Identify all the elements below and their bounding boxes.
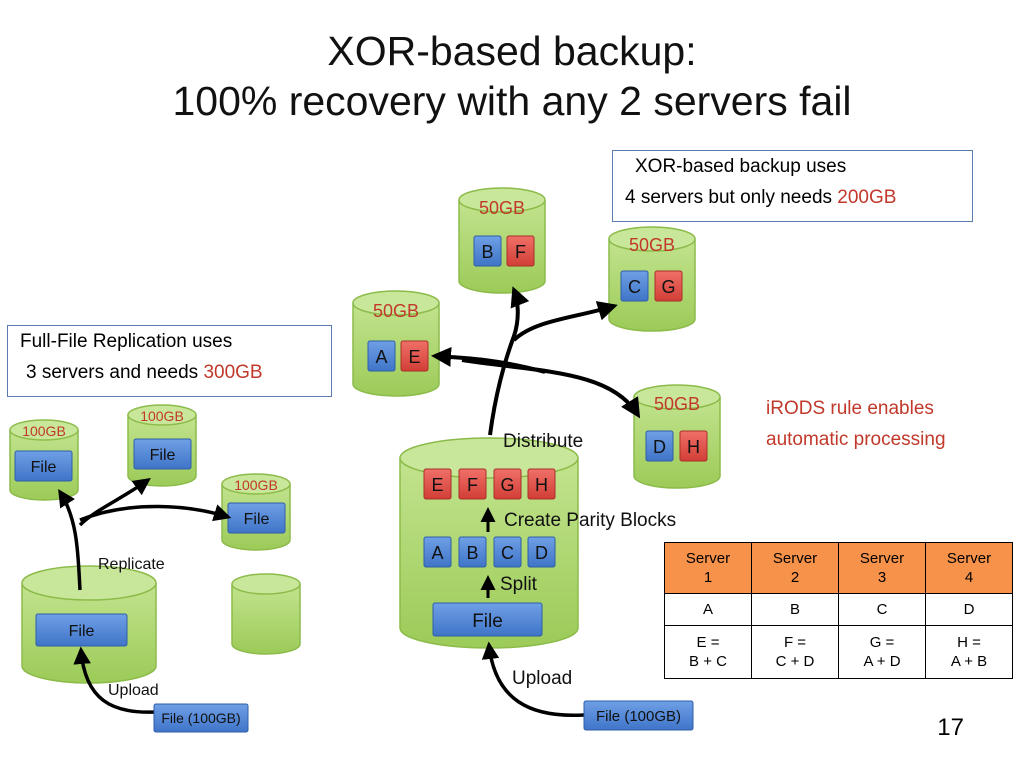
xor-storage-value: 200GB xyxy=(837,187,897,208)
replica-upload-file: File (100GB) xyxy=(153,703,249,733)
xor-source-server xyxy=(399,437,579,649)
xor-upload-file: File (100GB) xyxy=(583,700,694,731)
svg-text:File (100GB): File (100GB) xyxy=(596,708,681,725)
irods-note-line-1: iRODS rule enables xyxy=(766,398,934,419)
xor-server-3-block-2: G xyxy=(661,277,675,297)
irods-note: iRODS rule enables automatic processing xyxy=(766,393,946,455)
replication-callout-line-2: 3 servers and needs 300GB xyxy=(26,362,263,383)
parity-block-h: H xyxy=(535,475,548,495)
svg-text:File (100GB): File (100GB) xyxy=(161,710,240,726)
parity-block-g: G xyxy=(500,475,514,495)
xor-capacity-2: 50GB xyxy=(479,198,525,218)
table-cell: E =B + C xyxy=(664,625,752,679)
xor-server-3: 50GB C G xyxy=(608,226,696,332)
replica-file-1: File xyxy=(31,459,57,476)
data-block-d: D xyxy=(535,543,548,563)
create-parity-label: Create Parity Blocks xyxy=(504,510,676,531)
replica-source-file: File xyxy=(69,623,95,640)
xor-server-1-block-2: E xyxy=(408,347,420,367)
replica-capacity-3: 100GB xyxy=(234,477,278,493)
replica-server-3: 100GB File xyxy=(221,473,291,551)
slide-title: XOR-based backup: 100% recovery with any… xyxy=(0,26,1024,126)
table-cell: C xyxy=(838,593,926,626)
svg-text:File: File xyxy=(472,611,503,632)
replica-file-3: File xyxy=(244,511,270,528)
parity-block-e: E xyxy=(431,475,443,495)
replica-source-server: File xyxy=(21,565,157,684)
data-block-b: B xyxy=(466,543,478,563)
distribute-label: Distribute xyxy=(503,431,583,452)
replication-callout-line-1: Full-File Replication uses xyxy=(20,331,233,352)
xor-capacity-1: 50GB xyxy=(373,301,419,321)
irods-note-line-2: automatic processing xyxy=(766,429,946,450)
xor-server-1: 50GB A E xyxy=(352,290,440,397)
xor-callout-line-2: 4 servers but only needs 200GB xyxy=(625,187,897,208)
data-block-a: A xyxy=(431,543,443,563)
replication-storage-value: 300GB xyxy=(203,362,263,383)
title-line-1: XOR-based backup: xyxy=(327,28,697,74)
xor-capacity-3: 50GB xyxy=(629,235,675,255)
xor-server-2-block-1: B xyxy=(481,242,493,262)
xor-server-3-block-1: C xyxy=(628,277,641,297)
replica-capacity-1: 100GB xyxy=(22,423,66,439)
xor-server-4-block-2: H xyxy=(687,437,700,457)
table-cell: B xyxy=(751,593,839,626)
table-cell: A xyxy=(664,593,752,626)
table-cell: D xyxy=(925,593,1013,626)
replicate-label: Replicate xyxy=(98,556,165,573)
xor-server-4: 50GB D H xyxy=(633,384,721,489)
parity-block-f: F xyxy=(467,475,478,495)
replica-empty-server xyxy=(231,573,301,655)
xor-file-block: File xyxy=(432,602,543,637)
table-row-data: A B C D xyxy=(664,593,1013,626)
title-line-2: 100% recovery with any 2 servers fail xyxy=(172,78,852,124)
replica-server-1: 100GB File xyxy=(9,419,79,501)
replication-callout: Full-File Replication uses 3 servers and… xyxy=(7,325,332,397)
xor-capacity-4: 50GB xyxy=(654,394,700,414)
xor-server-4-block-1: D xyxy=(653,437,666,457)
replicate-arrows xyxy=(58,477,232,714)
xor-server-1-block-1: A xyxy=(375,347,387,367)
replica-upload-label: Upload xyxy=(108,682,159,699)
table-cell: F =C + D xyxy=(751,625,839,679)
table-cell: G =A + D xyxy=(838,625,926,679)
table-row-parity: E =B + C F =C + D G =A + D H =A + B xyxy=(664,625,1013,679)
xor-server-2-block-2: F xyxy=(515,242,526,262)
xor-server-2: 50GB B F xyxy=(458,187,546,294)
replica-file-2: File xyxy=(150,447,176,464)
split-label: Split xyxy=(500,574,538,595)
xor-callout-line-1: XOR-based backup uses xyxy=(635,156,847,177)
table-cell: H =A + B xyxy=(925,625,1013,679)
xor-callout: XOR-based backup uses 4 servers but only… xyxy=(612,150,973,222)
parity-block-row: E F G H xyxy=(423,468,556,500)
xor-upload-label: Upload xyxy=(512,668,572,689)
replica-server-2: 100GB File xyxy=(127,404,197,487)
page-number: 17 xyxy=(937,714,964,741)
replica-capacity-2: 100GB xyxy=(140,408,184,424)
data-block-c: C xyxy=(501,543,514,563)
distribute-arrows xyxy=(431,286,641,436)
xor-upload-arrow xyxy=(481,641,585,718)
data-block-row: A B C D xyxy=(423,536,556,568)
